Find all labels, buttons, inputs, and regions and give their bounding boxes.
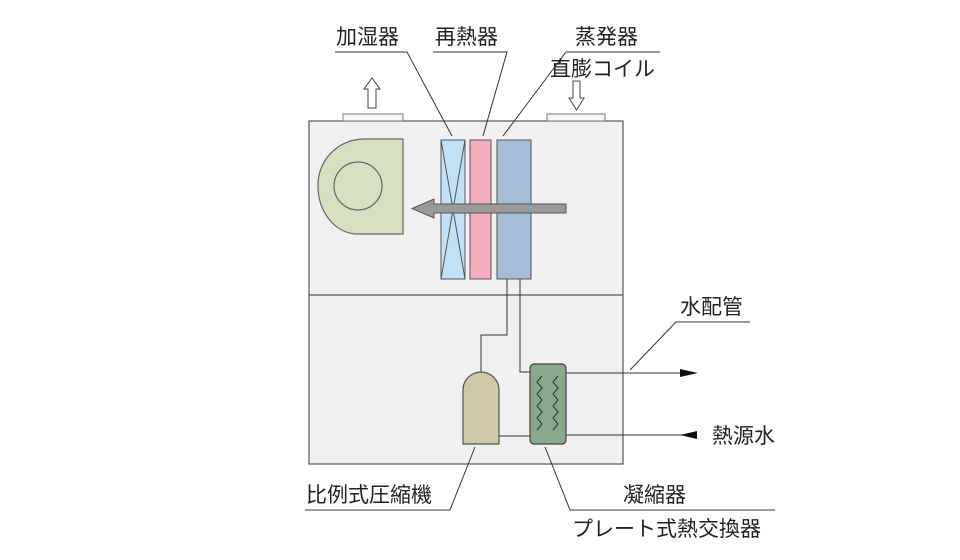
reheater-leader xyxy=(433,51,508,137)
up-outline-arrow-icon xyxy=(363,77,381,109)
label-condenser: 凝縮器 xyxy=(623,483,686,507)
label-compressor: 比例式圧縮機 xyxy=(306,483,432,507)
centrifugal-fan-icon xyxy=(317,138,404,235)
airflow-arrow-icon xyxy=(410,198,567,219)
label-humidifier: 加湿器 xyxy=(336,25,399,49)
compressor-icon xyxy=(462,371,500,445)
label-heat-source-water: 熱源水 xyxy=(712,424,775,448)
water-piping-leader xyxy=(629,321,750,371)
refrigerant-piping xyxy=(480,279,530,437)
label-reheater: 再熱器 xyxy=(435,25,498,49)
down-outline-arrow-icon xyxy=(568,80,585,111)
label-evaporator-sub: 直膨コイル xyxy=(550,57,655,81)
label-condenser-sub: プレート式熱交換器 xyxy=(572,517,761,541)
outlet-arrowhead-icon xyxy=(680,369,698,377)
exhaust-opening xyxy=(342,113,404,122)
condenser-heat-exchanger xyxy=(529,363,567,445)
compressor-leader xyxy=(305,446,476,511)
evaporator-leader xyxy=(502,51,660,137)
humidifier-leader xyxy=(335,51,453,137)
inlet-arrowhead-icon xyxy=(680,431,697,439)
condenser-leader xyxy=(544,446,775,511)
label-water-piping: 水配管 xyxy=(680,295,743,319)
intake-opening xyxy=(546,113,606,122)
label-evaporator: 蒸発器 xyxy=(575,25,638,49)
